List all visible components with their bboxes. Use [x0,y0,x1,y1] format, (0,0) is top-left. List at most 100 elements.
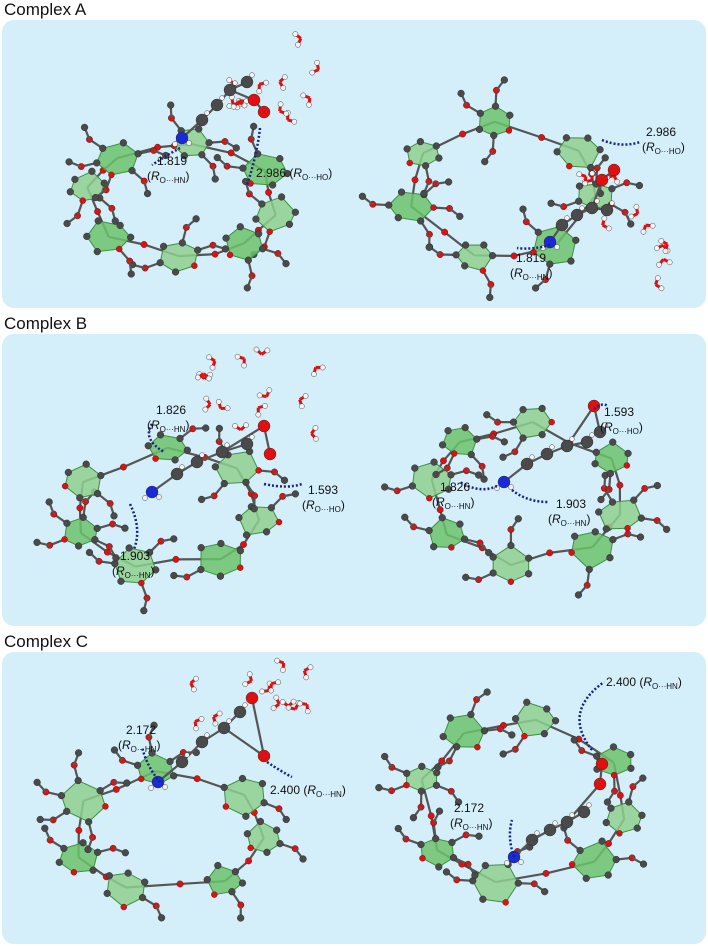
ring-carbon-atom [85,818,93,826]
hydrogen-atom [204,732,210,738]
ring-oxygen-atom [568,549,575,556]
hydrogen-atom [549,444,555,450]
ring-oxygen-atom [624,524,631,532]
carbon-atom [547,199,555,207]
ring-carbon-atom [595,508,603,516]
complex-c-svg: 2.172 (RO···HN) 2.400 (RO···HN) 2.400 (R… [33,657,682,922]
carbon-atom [580,435,594,449]
carbon-atom [202,424,210,432]
ring-carbon-atom [546,260,554,268]
ring-carbon-atom [74,542,83,550]
label-c1-term: (RO···HN) [118,738,160,754]
hydrogen-atom [609,200,615,206]
carbon-atom [570,736,578,744]
label-a1-term: (RO···HN) [147,169,189,185]
water-hydrogen-atom [295,41,301,48]
water-hydrogen-atom [202,406,209,413]
carbon-atom [434,763,442,771]
label-b2-sub: O···HO [315,505,341,514]
hydrogen-atom [508,484,514,490]
ring-carbon-atom [447,471,455,479]
ring-carbon-atom [430,458,438,466]
guest-bond [250,697,266,757]
nitrogen-atom [151,775,165,789]
glucose-ring [86,220,132,253]
water-hydrogen-atom [215,398,222,405]
water-hydrogen-atom [290,698,297,705]
label-b5-symbol: R [436,495,445,509]
carbon-atom [540,447,554,461]
water-hydrogen-atom [203,395,210,402]
label-c4-sub: O···HN [463,823,489,832]
carbon-atom [111,217,119,225]
ring-carbon-atom [64,468,72,477]
carbon-atom [445,178,453,186]
ring-carbon-atom [119,139,127,147]
ring-carbon-atom [231,868,239,876]
water-hydrogen-atom [262,403,268,409]
water-hydrogen-atom [319,364,326,371]
carbon-atom [475,471,483,479]
water-hydrogen-atom [297,700,303,707]
ring-carbon-atom [425,526,433,535]
label-b2-term: (RO···HO) [302,498,345,514]
ring-carbon-atom [93,159,101,167]
ring-carbon-atom [596,146,604,154]
carbon-atom [195,113,209,127]
water-hydrogen-atom [242,681,249,687]
carbon-atom [481,158,489,166]
carbon-atom [514,515,522,523]
water-hydrogen-atom [205,375,212,382]
glucose-ring [556,137,601,168]
carbon-atom [574,591,583,599]
ring-carbon-atom [89,866,97,874]
ring-carbon-atom [625,798,633,806]
hbond-a3 [601,138,641,146]
ring-carbon-atom [214,861,222,870]
ring-carbon-atom [256,817,265,826]
glucose-ring [492,544,530,583]
hydrogen-atom [219,95,225,101]
water-hydrogen-atom [270,705,277,712]
hydrogen-atom [242,702,248,708]
ring-carbon-atom [60,844,68,853]
water-hydrogen-atom [259,688,265,695]
ring-carbon-atom [211,463,219,471]
ring-carbon-atom [630,496,638,504]
water-hydrogen-atom [628,213,635,220]
hydrogen-atom [602,422,608,428]
ring-carbon-atom [602,818,610,827]
complex-c-right-guest [504,757,609,866]
hydrogen-atom [186,140,192,146]
ring-carbon-atom [490,131,498,140]
carbon-atom [435,807,444,815]
ring-carbon-atom [63,519,71,527]
ring-carbon-atom [156,431,165,439]
water-hydrogen-atom [582,180,588,187]
ring-carbon-atom [252,215,260,223]
ring-carbon-atom [117,577,125,585]
ring-carbon-atom [519,406,527,414]
hbond-b6 [511,489,549,504]
oxygen-atom [411,176,419,184]
ring-carbon-atom [134,150,142,158]
carbon-atom [500,76,508,84]
carbon-atom [150,721,158,729]
ring-carbon-atom [93,489,102,498]
ring-carbon-atom [481,861,489,870]
complex-a-left-waters [226,31,321,125]
ring-oxygen-atom [430,204,437,211]
carbon-atom [454,798,463,806]
complex-b-title: Complex B [4,314,88,333]
label-a2-value: 2.986 [256,166,286,180]
ring-oxygen-atom [623,462,631,469]
label-a2-symbol: R [293,166,302,180]
carbon-atom [127,270,135,278]
hbond-b4 [593,403,609,410]
ring-carbon-atom [125,544,133,552]
hydrogen-atom [518,859,524,865]
water-hydrogen-atom [300,92,307,99]
ring-carbon-atom [394,214,402,222]
carbon-atom [585,201,599,215]
ring-carbon-atom [236,547,245,555]
